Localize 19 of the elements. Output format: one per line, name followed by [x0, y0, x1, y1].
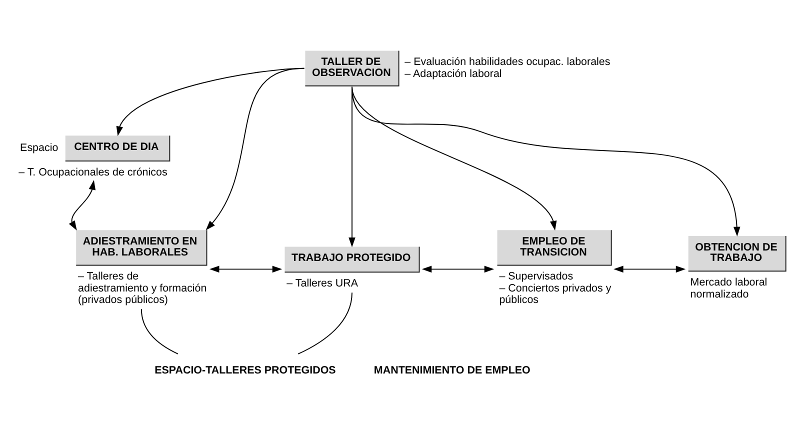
node-label: – T. Ocupacionales de crónicos [18, 166, 168, 178]
node-label: – Talleres URA [286, 277, 358, 290]
arrow [206, 67, 305, 230]
connector [298, 292, 352, 354]
node-label: Espacio [20, 142, 58, 154]
arrow [352, 86, 740, 236]
arrow [68, 179, 96, 230]
label: MANTENIMIENTO DE EMPLEO [374, 364, 530, 376]
node-label: – Evaluación habilidades ocupac. laborales [404, 56, 610, 68]
connector [140, 308, 178, 354]
arrow [209, 265, 282, 272]
node-label: – Supervisados [499, 270, 574, 282]
node-label: – Adaptación laboral [404, 67, 502, 80]
node-label: – Conciertos privados y públicos [499, 282, 612, 306]
arrow [614, 265, 686, 272]
node-label: Mercado laboral normalizado [690, 276, 768, 300]
arrow [422, 265, 494, 272]
node-text: ESPACIO-TALLERES PROTEGIDOS [154, 364, 336, 376]
node-label: – Talleres de adiestramiento y formación (privados públicos) [78, 270, 207, 306]
